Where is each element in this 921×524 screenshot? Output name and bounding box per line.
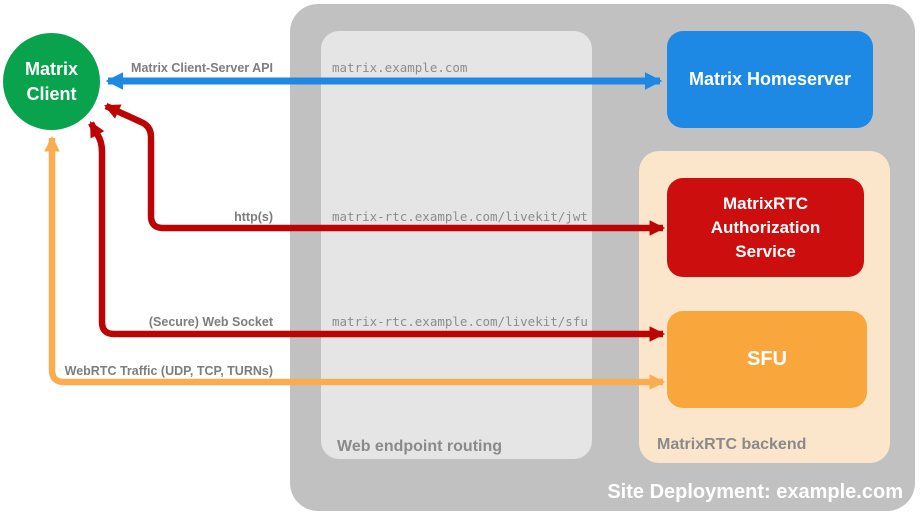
web-endpoint-routing-container [321,31,592,459]
route-matrix-example-com: matrix.example.com [332,60,468,75]
matrixrtc-authorization-service-node: MatrixRTC Authorization Service [667,178,864,277]
route-livekit-sfu: matrix-rtc.example.com/livekit/sfu [332,314,588,329]
client-server-api-label: Matrix Client-Server API [131,61,273,75]
matrix-homeserver-node: Matrix Homeserver [667,31,873,128]
web-endpoint-routing-label: Web endpoint routing [337,438,503,455]
matrix-client-node: Matrix Client [3,33,100,130]
secure-web-socket-label: (Secure) Web Socket [148,315,273,329]
https-label: http(s) [234,210,273,224]
webrtc-traffic-label: WebRTC Traffic (UDP, TCP, TURNs) [64,364,273,378]
site-deployment-label: Site Deployment: example.com [607,481,903,503]
sfu-node: SFU [667,311,867,408]
route-livekit-jwt: matrix-rtc.example.com/livekit/jwt [332,209,588,224]
matrixrtc-backend-label: MatrixRTC backend [657,436,807,453]
